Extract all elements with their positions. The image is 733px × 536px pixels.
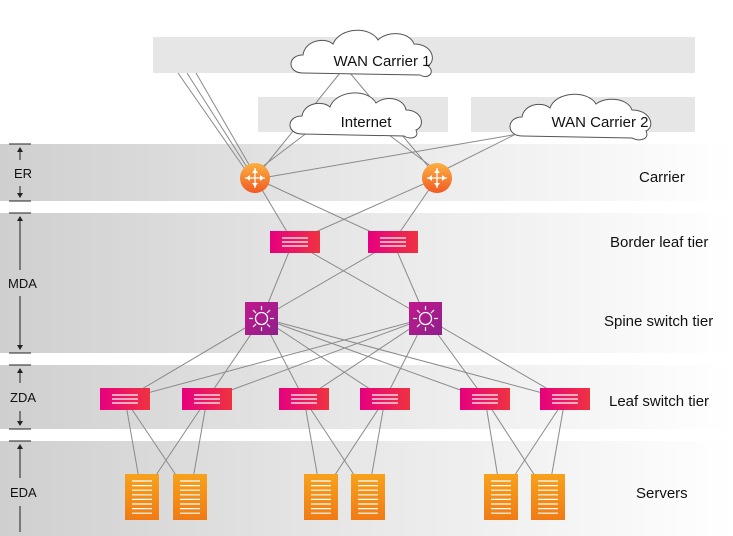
tier-label-border-leaf: Border leaf tier bbox=[610, 234, 708, 251]
tier-label-leaf: Leaf switch tier bbox=[609, 393, 709, 410]
server-1 bbox=[125, 474, 159, 520]
internet-cloud: Internet bbox=[289, 92, 422, 139]
er-band bbox=[0, 144, 733, 201]
border-leaf-switch-right bbox=[368, 231, 418, 253]
cloud-icon bbox=[289, 92, 422, 139]
carrier-router-left bbox=[240, 163, 270, 193]
spine-switch-left bbox=[245, 302, 278, 335]
server-3 bbox=[304, 474, 338, 520]
wan-carrier-2-cloud: WAN Carrier 2 bbox=[509, 93, 652, 141]
zone-label-zda: ZDA bbox=[10, 390, 36, 405]
cloud-icon bbox=[509, 93, 652, 141]
server-icon bbox=[173, 474, 207, 520]
leaf-switches bbox=[100, 388, 590, 410]
wan-carrier-2-label: WAN Carrier 2 bbox=[552, 114, 649, 131]
carrier-router-right bbox=[422, 163, 452, 193]
server-icon bbox=[484, 474, 518, 520]
tier-label-servers: Servers bbox=[636, 485, 688, 502]
server-icon bbox=[531, 474, 565, 520]
servers bbox=[125, 474, 565, 520]
server-6 bbox=[531, 474, 565, 520]
zone-label-er: ER bbox=[14, 166, 32, 181]
leaf-switch-3 bbox=[279, 388, 329, 410]
wan-carrier-1-label: WAN Carrier 1 bbox=[334, 53, 431, 70]
server-icon bbox=[304, 474, 338, 520]
tier-label-carrier: Carrier bbox=[639, 169, 685, 186]
leaf-switch-2 bbox=[182, 388, 232, 410]
zone-markers bbox=[9, 143, 31, 532]
zone-label-eda: EDA bbox=[10, 485, 37, 500]
server-icon bbox=[351, 474, 385, 520]
cloud-icon bbox=[290, 29, 433, 78]
leaf-switch-1 bbox=[100, 388, 150, 410]
leaf-switch-5 bbox=[460, 388, 510, 410]
leaf-switch-4 bbox=[360, 388, 410, 410]
wan-carrier-1-cloud: WAN Carrier 1 bbox=[290, 29, 433, 78]
leaf-switch-6 bbox=[540, 388, 590, 410]
internet-label: Internet bbox=[341, 114, 393, 131]
tier-label-spine: Spine switch tier bbox=[604, 313, 713, 330]
border-leaf-switch-left bbox=[270, 231, 320, 253]
spine-switch-right bbox=[409, 302, 442, 335]
server-4 bbox=[351, 474, 385, 520]
server-2 bbox=[173, 474, 207, 520]
server-5 bbox=[484, 474, 518, 520]
mda-band bbox=[0, 213, 733, 353]
zone-label-mda: MDA bbox=[8, 276, 37, 291]
server-icon bbox=[125, 474, 159, 520]
